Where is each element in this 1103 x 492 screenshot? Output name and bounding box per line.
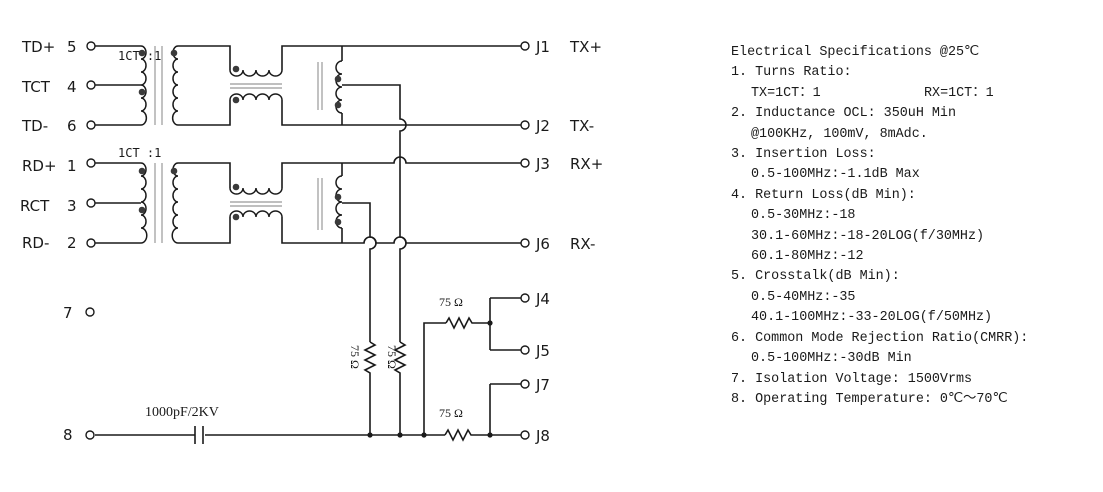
pin-name-rd-minus: RD- bbox=[22, 234, 49, 252]
spec-2-heading: 2. Inductance OCL: 350uH Min bbox=[731, 106, 956, 122]
j5-id: J5 bbox=[535, 342, 550, 360]
j1-signal: TX+ bbox=[569, 38, 602, 56]
left-pin-labels: TD+ 5 TCT 4 TD- 6 RD+ 1 RCT 3 RD- 2 7 8 bbox=[20, 38, 77, 444]
resistor-r3-label: 75 Ω bbox=[439, 295, 463, 309]
terminal-7 bbox=[85, 307, 95, 317]
terminal-8 bbox=[85, 430, 95, 440]
j6-signal: RX- bbox=[570, 235, 595, 253]
resistor-r1 bbox=[363, 341, 377, 435]
spec-5-line: 40.1-100MHz:-33-20LOG(f/50MHz) bbox=[751, 310, 993, 326]
right-terminals: J1 TX+ J2 TX- J3 RX+ J6 RX- J4 J5 J7 J8 bbox=[520, 38, 603, 445]
resistor-r4-label: 75 Ω bbox=[439, 406, 463, 420]
j3-signal: RX+ bbox=[570, 155, 603, 173]
resistor-r2 bbox=[393, 341, 407, 435]
spec-3-heading: 3. Insertion Loss: bbox=[731, 147, 876, 163]
pin-num-6: 6 bbox=[67, 117, 77, 135]
spec-1-heading: 1. Turns Ratio: bbox=[731, 65, 852, 81]
spec-6-heading: 6. Common Mode Rejection Ratio(CMRR): bbox=[731, 330, 1029, 346]
rx-ratio-label: 1CT :1 bbox=[118, 146, 161, 160]
spec-8-heading: 8. Operating Temperature: 0℃～70℃ bbox=[731, 391, 1008, 407]
resistor-r1-label: 75 Ω bbox=[348, 345, 362, 369]
terminal-6 bbox=[86, 120, 96, 130]
tx-secondary-coil bbox=[171, 45, 179, 126]
pin-num-7: 7 bbox=[63, 304, 73, 322]
spec-3-line: 0.5-100MHz:-1.1dB Max bbox=[751, 167, 920, 183]
j2-id: J2 bbox=[535, 117, 550, 135]
resistor-r2-label: 75 Ω bbox=[385, 345, 399, 369]
rx-autotransformer-coil bbox=[335, 175, 343, 229]
electrical-specifications: Electrical Specifications @25℃ 1. Turns … bbox=[731, 43, 1103, 410]
pin-num-1: 1 bbox=[67, 157, 77, 175]
terminal-j3 bbox=[520, 158, 530, 168]
spec-7-heading: 7. Isolation Voltage: 1500Vrms bbox=[731, 371, 973, 387]
pin-num-2: 2 bbox=[67, 234, 77, 252]
pin-name-tct: TCT bbox=[21, 78, 51, 96]
spec-2-line: @100KHz, 100mV, 8mAdc. bbox=[751, 126, 928, 142]
j1-id: J1 bbox=[535, 38, 550, 56]
turns-ratio-tx: TX=1CT：1 bbox=[751, 85, 821, 101]
j4-id: J4 bbox=[535, 290, 550, 308]
spec-4-line: 0.5-30MHz:-18 bbox=[751, 208, 856, 224]
resistor-r4 bbox=[444, 428, 490, 442]
terminal-4 bbox=[86, 80, 96, 90]
resistor-r3 bbox=[445, 316, 490, 330]
magnetics-schematic: 1CT :1 1CT :1 TD+ 5 TCT 4 TD- 6 RD+ 1 RC… bbox=[20, 38, 603, 445]
terminal-5 bbox=[86, 41, 96, 51]
j2-signal: TX- bbox=[569, 117, 594, 135]
pin-num-4: 4 bbox=[67, 78, 77, 96]
j3-id: J3 bbox=[535, 155, 550, 173]
pin-name-rd-plus: RD+ bbox=[22, 157, 57, 175]
tx-primary-coil bbox=[140, 45, 148, 126]
termination-network: 75 Ω 75 Ω 1000pF/2KV 75 Ω 75 Ω bbox=[95, 295, 521, 444]
rx-secondary-coil bbox=[171, 162, 179, 244]
left-terminals bbox=[85, 41, 96, 440]
terminal-j5 bbox=[520, 345, 530, 355]
capacitor-label: 1000pF/2KV bbox=[145, 405, 219, 420]
spec-5-heading: 5. Crosstalk(dB Min): bbox=[731, 269, 900, 285]
spec-6-line: 0.5-100MHz:-30dB Min bbox=[751, 351, 912, 367]
terminal-j2 bbox=[520, 120, 530, 130]
j6-id: J6 bbox=[535, 235, 550, 253]
j8-id: J8 bbox=[535, 427, 550, 445]
rx-choke-bottom bbox=[229, 210, 283, 218]
spec-5-line: 0.5-40MHz:-35 bbox=[751, 289, 856, 305]
spec-4-line: 30.1-60MHz:-18-20LOG(f/30MHz) bbox=[751, 228, 985, 244]
tx-choke-bottom bbox=[229, 93, 283, 101]
terminal-j1 bbox=[520, 41, 530, 51]
pin-name-td-minus: TD- bbox=[21, 117, 48, 135]
pin-num-5: 5 bbox=[67, 38, 77, 56]
spec-4-heading: 4. Return Loss(dB Min): bbox=[731, 187, 916, 203]
pin-name-td-plus: TD+ bbox=[21, 38, 55, 56]
pin-num-3: 3 bbox=[67, 197, 77, 215]
rx-primary-coil bbox=[140, 162, 148, 244]
tx-choke-top bbox=[229, 69, 283, 77]
specs-title: Electrical Specifications @25℃ bbox=[731, 45, 980, 60]
terminal-j8 bbox=[520, 430, 530, 440]
terminal-j4 bbox=[520, 293, 530, 303]
spec-4-line: 60.1-80MHz:-12 bbox=[751, 249, 864, 265]
terminal-1 bbox=[86, 158, 96, 168]
terminal-j7 bbox=[520, 379, 530, 389]
j7-id: J7 bbox=[535, 376, 550, 394]
tx-channel bbox=[95, 45, 525, 160]
rx-choke-top bbox=[229, 187, 283, 195]
rx-channel bbox=[95, 156, 525, 342]
pin-name-rct: RCT bbox=[20, 197, 50, 215]
terminal-j6 bbox=[520, 238, 530, 248]
terminal-2 bbox=[86, 238, 96, 248]
terminal-3 bbox=[86, 198, 96, 208]
spec-1-turns-ratio: TX=1CT：1 RX=1CT：1 bbox=[731, 84, 1103, 104]
turns-ratio-rx: RX=1CT：1 bbox=[924, 85, 994, 101]
tx-ratio-label: 1CT :1 bbox=[118, 49, 161, 63]
pin-num-8: 8 bbox=[63, 426, 73, 444]
